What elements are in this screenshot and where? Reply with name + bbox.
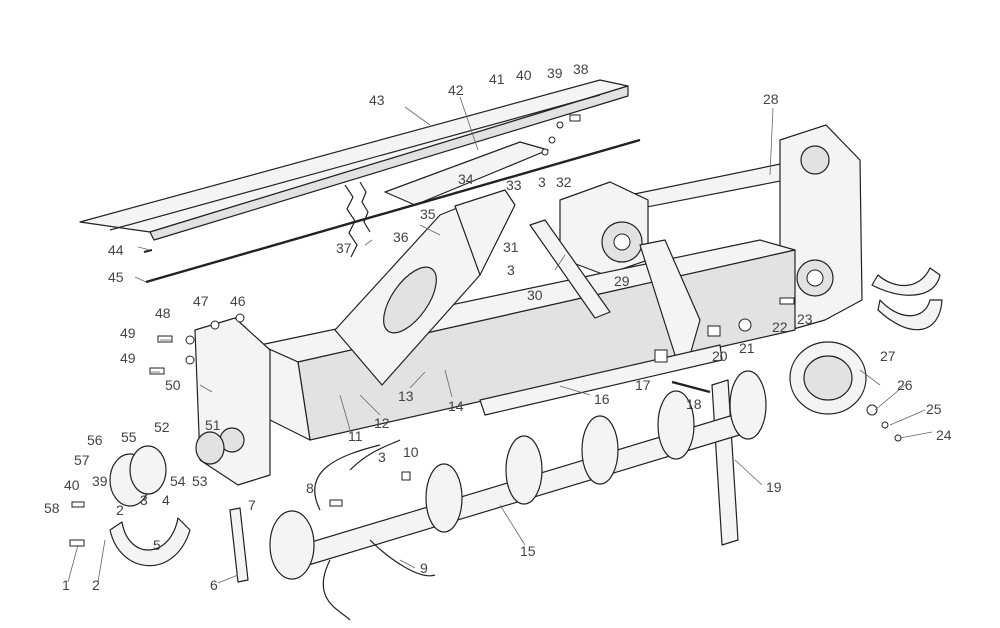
right-skid [871, 267, 943, 331]
callout-label: 6 [210, 577, 218, 593]
tiller-blades [314, 439, 436, 621]
callout-label: 28 [763, 91, 779, 107]
callout-label: 49 [120, 350, 136, 366]
callout-label: 44 [108, 242, 124, 258]
callout-label: 2 [116, 502, 124, 518]
callout-label: 42 [448, 82, 464, 98]
callout-label: 31 [503, 239, 519, 255]
callout-label: 57 [74, 452, 90, 468]
callout-label: 19 [766, 479, 782, 495]
callout-label: 29 [614, 273, 630, 289]
callout-label: 10 [403, 444, 419, 460]
callout-label: 48 [155, 305, 171, 321]
callout-label: 45 [108, 269, 124, 285]
callout-label: 20 [712, 348, 728, 364]
callout-label: 5 [153, 537, 161, 553]
top-shield-cover [79, 79, 629, 241]
callout-label: 55 [121, 429, 137, 445]
callout-label: 58 [44, 500, 60, 516]
callout-label: 46 [230, 293, 246, 309]
callout-label: 22 [772, 319, 788, 335]
leader-lines [67, 96, 933, 584]
callout-label: 47 [193, 293, 209, 309]
callout-label: 3 [507, 262, 515, 278]
end-cap-drum [789, 341, 867, 415]
callout-label: 33 [506, 177, 522, 193]
tie-bar [529, 219, 611, 319]
callout-labels: 1 2 2 3 3 3 3 4 5 6 7 8 9 10 11 12 13 14… [44, 61, 952, 593]
fasteners [69, 114, 902, 547]
rotor-flanges [269, 370, 767, 580]
adjuster-strap [229, 507, 249, 583]
callout-label: 41 [489, 71, 505, 87]
callout-label: 3 [140, 492, 148, 508]
callout-label: 4 [162, 492, 170, 508]
callout-label: 43 [369, 92, 385, 108]
callout-label: 35 [420, 206, 436, 222]
callout-label: 25 [926, 401, 942, 417]
lock-pin [671, 380, 711, 394]
callout-label: 23 [797, 311, 813, 327]
callout-label: 24 [936, 427, 952, 443]
shield-bracket [384, 141, 549, 206]
callout-label: 40 [516, 67, 532, 83]
callout-label: 26 [897, 377, 913, 393]
callout-label: 7 [248, 497, 256, 513]
callout-label: 12 [374, 415, 390, 431]
bearing-plate [109, 445, 167, 507]
callout-label: 50 [165, 377, 181, 393]
callout-label: 38 [573, 61, 589, 77]
hitch-arm-right [639, 239, 701, 356]
callout-label: 32 [556, 174, 572, 190]
callout-label: 34 [458, 171, 474, 187]
callout-label: 51 [205, 417, 221, 433]
callout-label: 18 [686, 396, 702, 412]
callout-label: 39 [92, 473, 108, 489]
callout-label: 27 [880, 348, 896, 364]
callout-label: 16 [594, 391, 610, 407]
bearing [195, 431, 225, 465]
callout-label: 8 [306, 480, 314, 496]
callout-label: 13 [398, 388, 414, 404]
callout-label: 37 [336, 240, 352, 256]
callout-label: 1 [62, 577, 70, 593]
callout-label: 17 [635, 377, 651, 393]
callout-label: 3 [378, 449, 386, 465]
callout-label: 56 [87, 432, 103, 448]
left-skid [109, 517, 191, 567]
callout-label: 9 [420, 560, 428, 576]
callout-label: 14 [448, 398, 464, 414]
callout-label: 11 [348, 428, 363, 444]
callout-label: 49 [120, 325, 136, 341]
callout-label: 30 [527, 287, 543, 303]
callout-label: 54 [170, 473, 186, 489]
long-rod [145, 138, 641, 284]
callout-label: 52 [154, 419, 170, 435]
callout-label: 39 [547, 65, 563, 81]
side-gear-housing [779, 124, 863, 331]
callout-label: 2 [92, 577, 100, 593]
callout-label: 21 [739, 340, 755, 356]
link-chain [344, 181, 371, 258]
rod-pin [143, 249, 153, 253]
callout-label: 15 [520, 543, 536, 559]
callout-label: 36 [393, 229, 409, 245]
callout-label: 3 [538, 174, 546, 190]
callout-label: 53 [192, 473, 208, 489]
hitch-mast [334, 189, 516, 386]
callout-label: 40 [64, 477, 80, 493]
